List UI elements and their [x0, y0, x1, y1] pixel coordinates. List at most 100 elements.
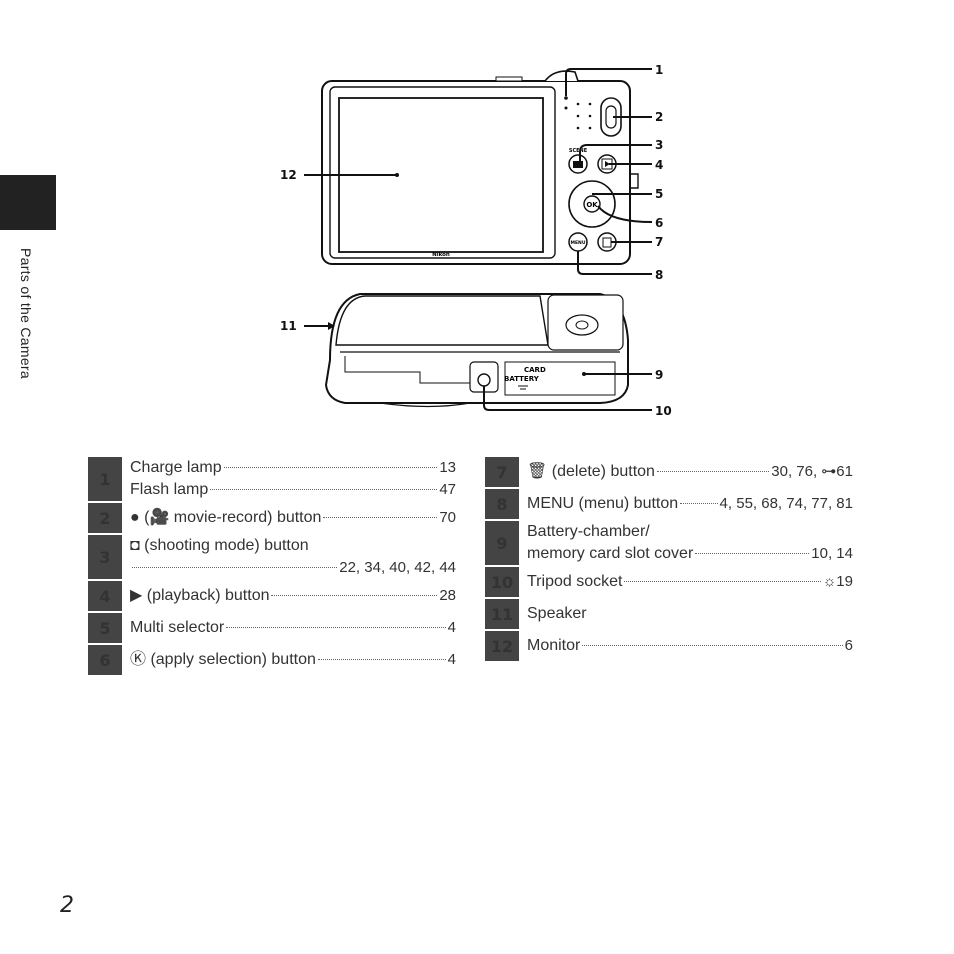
bottom-monitor-outline: [335, 295, 549, 346]
charge-lamp: [564, 96, 568, 100]
leader-dots: [656, 471, 770, 472]
leader-dots: [271, 595, 438, 596]
part-label: memory card slot cover: [527, 545, 694, 562]
page-reference[interactable]: 13: [439, 459, 456, 476]
tripod-socket: [477, 373, 491, 387]
flash-lamp: [564, 106, 568, 110]
part-label: Speaker: [527, 605, 587, 622]
part-number: 9: [485, 521, 519, 565]
callout-8: 8: [655, 268, 663, 282]
callout-5: 5: [655, 187, 663, 201]
page-number: 2: [60, 893, 74, 918]
page-reference[interactable]: 47: [439, 481, 456, 498]
chapter-tab: [0, 175, 56, 230]
leader-dots: [624, 581, 821, 582]
part-number: 3: [88, 535, 122, 579]
leader-dots: [132, 567, 338, 568]
part-number: 7: [485, 457, 519, 487]
part-number: 11: [485, 599, 519, 629]
part-label: Monitor: [527, 637, 581, 654]
page-reference[interactable]: 4: [447, 619, 456, 636]
description-line: Tripod socket ☼19: [527, 571, 853, 593]
page-reference[interactable]: 28: [439, 587, 456, 604]
play-icon: [605, 161, 610, 167]
ok-button[interactable]: [583, 195, 601, 213]
card-label: CARD: [524, 366, 546, 374]
part-description: ◘ (shooting mode) button 22, 34, 40, 42, …: [122, 535, 456, 579]
part-label: Tripod socket: [527, 573, 623, 590]
part-number: 10: [485, 567, 519, 597]
leader-dots: [695, 553, 810, 554]
callout-6: 6: [655, 216, 663, 230]
leader-dots: [226, 627, 446, 628]
callout-7: 7: [655, 235, 663, 249]
description-line: Charge lamp 13: [130, 457, 456, 479]
part-label: ◘ (shooting mode) button: [130, 537, 309, 554]
part-number: 5: [88, 613, 122, 643]
callout-2: 2: [655, 110, 663, 124]
part-number: 12: [485, 631, 519, 661]
brand-mark: Nikon: [432, 252, 450, 258]
speaker-dots: [576, 102, 592, 130]
part-label: ● (🎥 movie-record) button: [130, 509, 322, 526]
leader-lines: [304, 68, 653, 411]
page-reference[interactable]: 22, 34, 40, 42, 44: [339, 559, 456, 576]
table-row: 9 Battery-chamber/memory card slot cover 1…: [485, 521, 853, 565]
part-label: Flash lamp: [130, 481, 209, 498]
leader-dots: [223, 467, 438, 468]
page-reference[interactable]: 10, 14: [811, 545, 853, 562]
part-number: 4: [88, 581, 122, 611]
callout-3: 3: [655, 138, 663, 152]
part-description: Speaker: [519, 599, 853, 629]
scene-mark: SCENE: [569, 148, 588, 154]
callout-9: 9: [655, 368, 663, 382]
page-reference[interactable]: 30, 76, ⊶61: [771, 463, 853, 480]
part-label: ▶ (playback) button: [130, 587, 270, 604]
ok-mark: OK: [586, 201, 598, 209]
callout-12: 12: [280, 168, 297, 182]
callout-10: 10: [655, 404, 672, 418]
description-line: ▶ (playback) button 28: [130, 585, 456, 607]
description-line: ● (🎥 movie-record) button 70: [130, 507, 456, 529]
leader-dots: [680, 503, 718, 504]
description-line: 22, 34, 40, 42, 44: [130, 557, 456, 579]
callout-11: 11: [280, 319, 297, 333]
part-label: Multi selector: [130, 619, 225, 636]
part-description: Monitor 6: [519, 631, 853, 661]
description-line: memory card slot cover 10, 14: [527, 543, 853, 565]
description-line: Speaker: [527, 603, 853, 625]
table-row: 4 ▶ (playback) button 28: [88, 581, 456, 611]
table-row: 2 ● (🎥 movie-record) button 70: [88, 503, 456, 533]
chapter-label: Parts of the Camera: [18, 248, 34, 379]
part-number: 2: [88, 503, 122, 533]
part-description: ▶ (playback) button 28: [122, 581, 456, 611]
menu-mark: MENU: [571, 240, 586, 246]
description-line: Battery-chamber/: [527, 521, 853, 543]
page-reference[interactable]: 4, 55, 68, 74, 77, 81: [719, 495, 853, 512]
callout-4: 4: [655, 158, 663, 172]
page-reference[interactable]: 4: [447, 651, 456, 668]
leader-dots: [210, 489, 438, 490]
part-label: Battery-chamber/: [527, 523, 650, 540]
shutter-hump: [544, 70, 579, 82]
camera-icon: [573, 161, 583, 168]
description-line: Monitor 6: [527, 635, 853, 657]
part-label: Charge lamp: [130, 459, 222, 476]
description-line: ◘ (shooting mode) button: [130, 535, 456, 557]
page-reference[interactable]: 70: [439, 509, 456, 526]
trash-icon: [602, 237, 612, 248]
page-reference[interactable]: ☼19: [822, 573, 853, 590]
part-description: Multi selector 4: [122, 613, 456, 643]
part-number: 6: [88, 645, 122, 675]
description-line: Flash lamp 47: [130, 479, 456, 501]
page-reference[interactable]: 6: [844, 637, 853, 654]
table-row: 5 Multi selector 4: [88, 613, 456, 643]
